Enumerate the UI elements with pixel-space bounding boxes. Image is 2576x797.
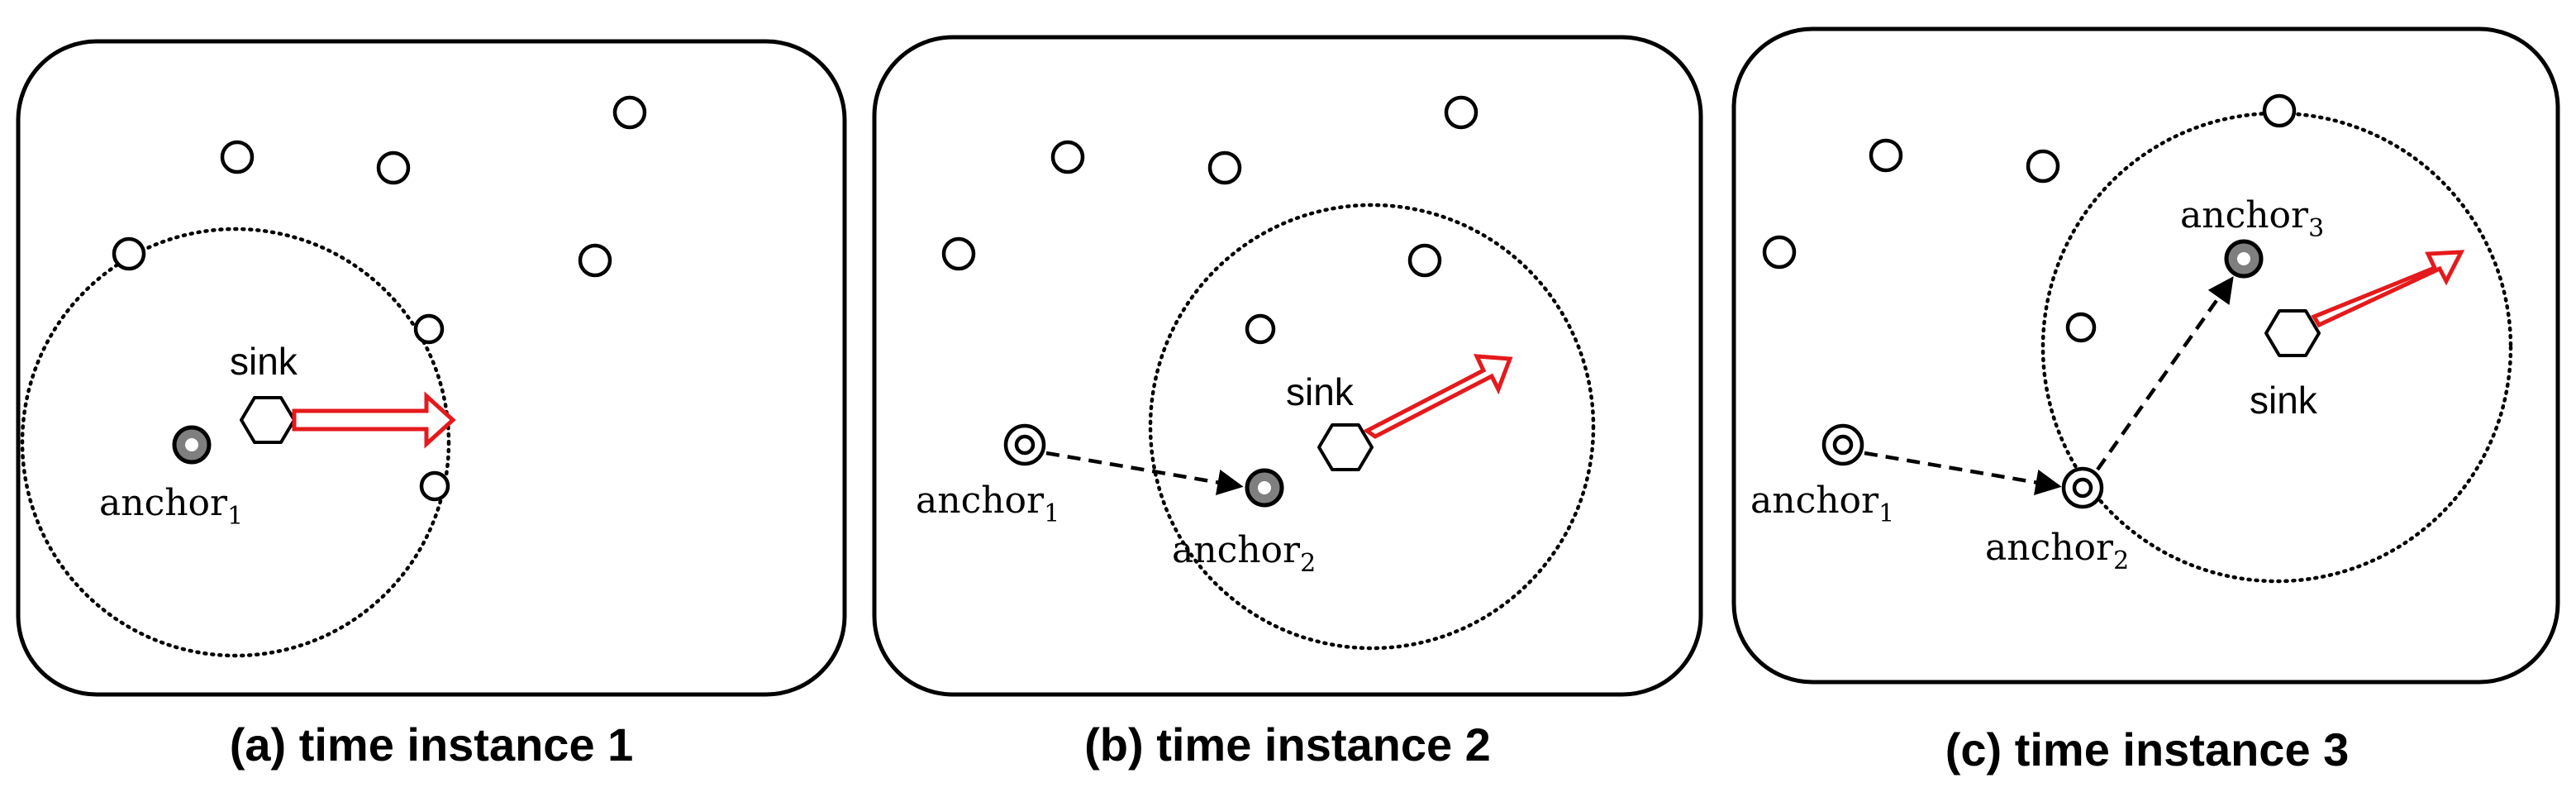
panel-a: anchor1 sink (a) time instance 1 [16,39,847,771]
circle-icon [112,236,146,271]
panel-c-sink-label: sink [2250,379,2318,422]
circle-icon [1407,243,1442,278]
panel-c-anchor-2 [2061,466,2104,509]
panel-b: anchor1 anchor2 sink (b) time instance 2 [872,35,1703,771]
panel-a-anchor-range [20,227,451,658]
red-arrow-icon [1363,354,1513,439]
circle-icon [376,150,411,185]
circle-icon [419,470,450,502]
circle-icon [578,243,612,278]
panel-c: anchor1 anchor2 anchor3 sink (c) time in… [1731,26,2560,776]
panel-b-hop-arrow [1045,451,1244,496]
panel-b-anchor-2-label: anchor2 [1172,529,1316,578]
panel-b-caption: (b) time instance 2 [1084,718,1491,771]
panel-a-caption: (a) time instance 1 [230,718,634,771]
circle-icon [413,313,445,345]
anchor-core [2237,252,2250,265]
anchor-core [1014,434,1036,456]
hexagon-icon [2264,309,2321,357]
panel-b-anchor-2 [1245,468,1284,508]
panel-b-anchor-1-label: anchor1 [916,480,1059,528]
anchor-core [185,438,198,451]
circle-icon [1207,150,1242,185]
circle-icon [1762,235,1797,270]
circle-icon [1869,138,1903,173]
anchor-core [1832,434,1854,456]
circle-icon [1245,313,1276,345]
panel-c-anchor-2-label: anchor2 [1985,527,2129,575]
panel-a-sensor-nodes [112,95,647,502]
circle-icon [2262,93,2297,128]
panel-b-frame [872,35,1703,697]
panel-c-caption: (c) time instance 3 [1945,723,2350,776]
anchor-core [2072,477,2093,499]
circle-icon [612,95,647,130]
panel-b-sink-label: sink [1286,370,1355,413]
circle-icon [220,140,255,174]
red-arrow-icon [2311,250,2465,328]
panel-c-hop-arrow-2 [2096,276,2234,471]
hexagon-icon [1317,423,1374,471]
panel-c-anchor-1-label: anchor1 [1750,480,1894,528]
red-arrow-icon [292,391,456,449]
panel-c-sensor-nodes [1762,93,2297,343]
panel-b-anchor-range [1148,203,1596,651]
circle-icon [2026,149,2060,184]
panel-a-anchor-1 [172,425,212,465]
circle-icon [2065,312,2097,343]
panel-a-anchor-1-label: anchor1 [99,482,243,531]
circle-icon [1444,95,1478,130]
hexagon-icon [240,396,296,444]
panel-b-sensor-nodes [941,95,1478,345]
circle-icon [1050,140,1085,174]
panel-a-frame [16,39,847,697]
panel-c-anchor-3 [2224,239,2264,279]
panel-c-anchor-1 [1821,423,1864,466]
panel-c-hop-arrow-1 [1864,451,2062,496]
circle-icon [941,236,976,271]
panel-c-anchor-3-label: anchor3 [2180,194,2324,243]
anchor-core [1258,481,1271,494]
panel-c-frame [1731,26,2560,685]
panel-b-anchor-1 [1003,423,1046,466]
panel-a-sink-label: sink [230,340,298,383]
